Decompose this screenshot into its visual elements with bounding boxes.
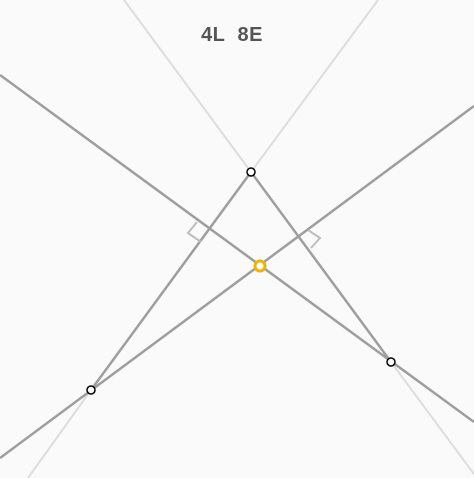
triangle-side-right[interactable] [249, 171, 393, 363]
guide-line-left [123, 0, 252, 173]
altitude-line-1[interactable] [0, 73, 474, 424]
right-angle-marker-right [307, 229, 322, 249]
altitude-line-2[interactable] [0, 104, 474, 460]
vertex-point-top[interactable] [246, 167, 256, 177]
lines-count: 4L [201, 24, 226, 46]
guide-line-bottom-right [390, 361, 474, 475]
triangle-side-left[interactable] [89, 171, 253, 391]
vertex-point-right[interactable] [386, 357, 396, 367]
orthocenter-target-point[interactable] [253, 259, 267, 273]
right-angle-marker-left [186, 221, 202, 243]
vertex-point-left[interactable] [86, 385, 96, 395]
guide-line-bottom-left [27, 389, 92, 478]
guide-line-right [250, 0, 379, 173]
moves-count: 8E [237, 24, 263, 46]
level-counter: 4L 8E [0, 24, 464, 47]
